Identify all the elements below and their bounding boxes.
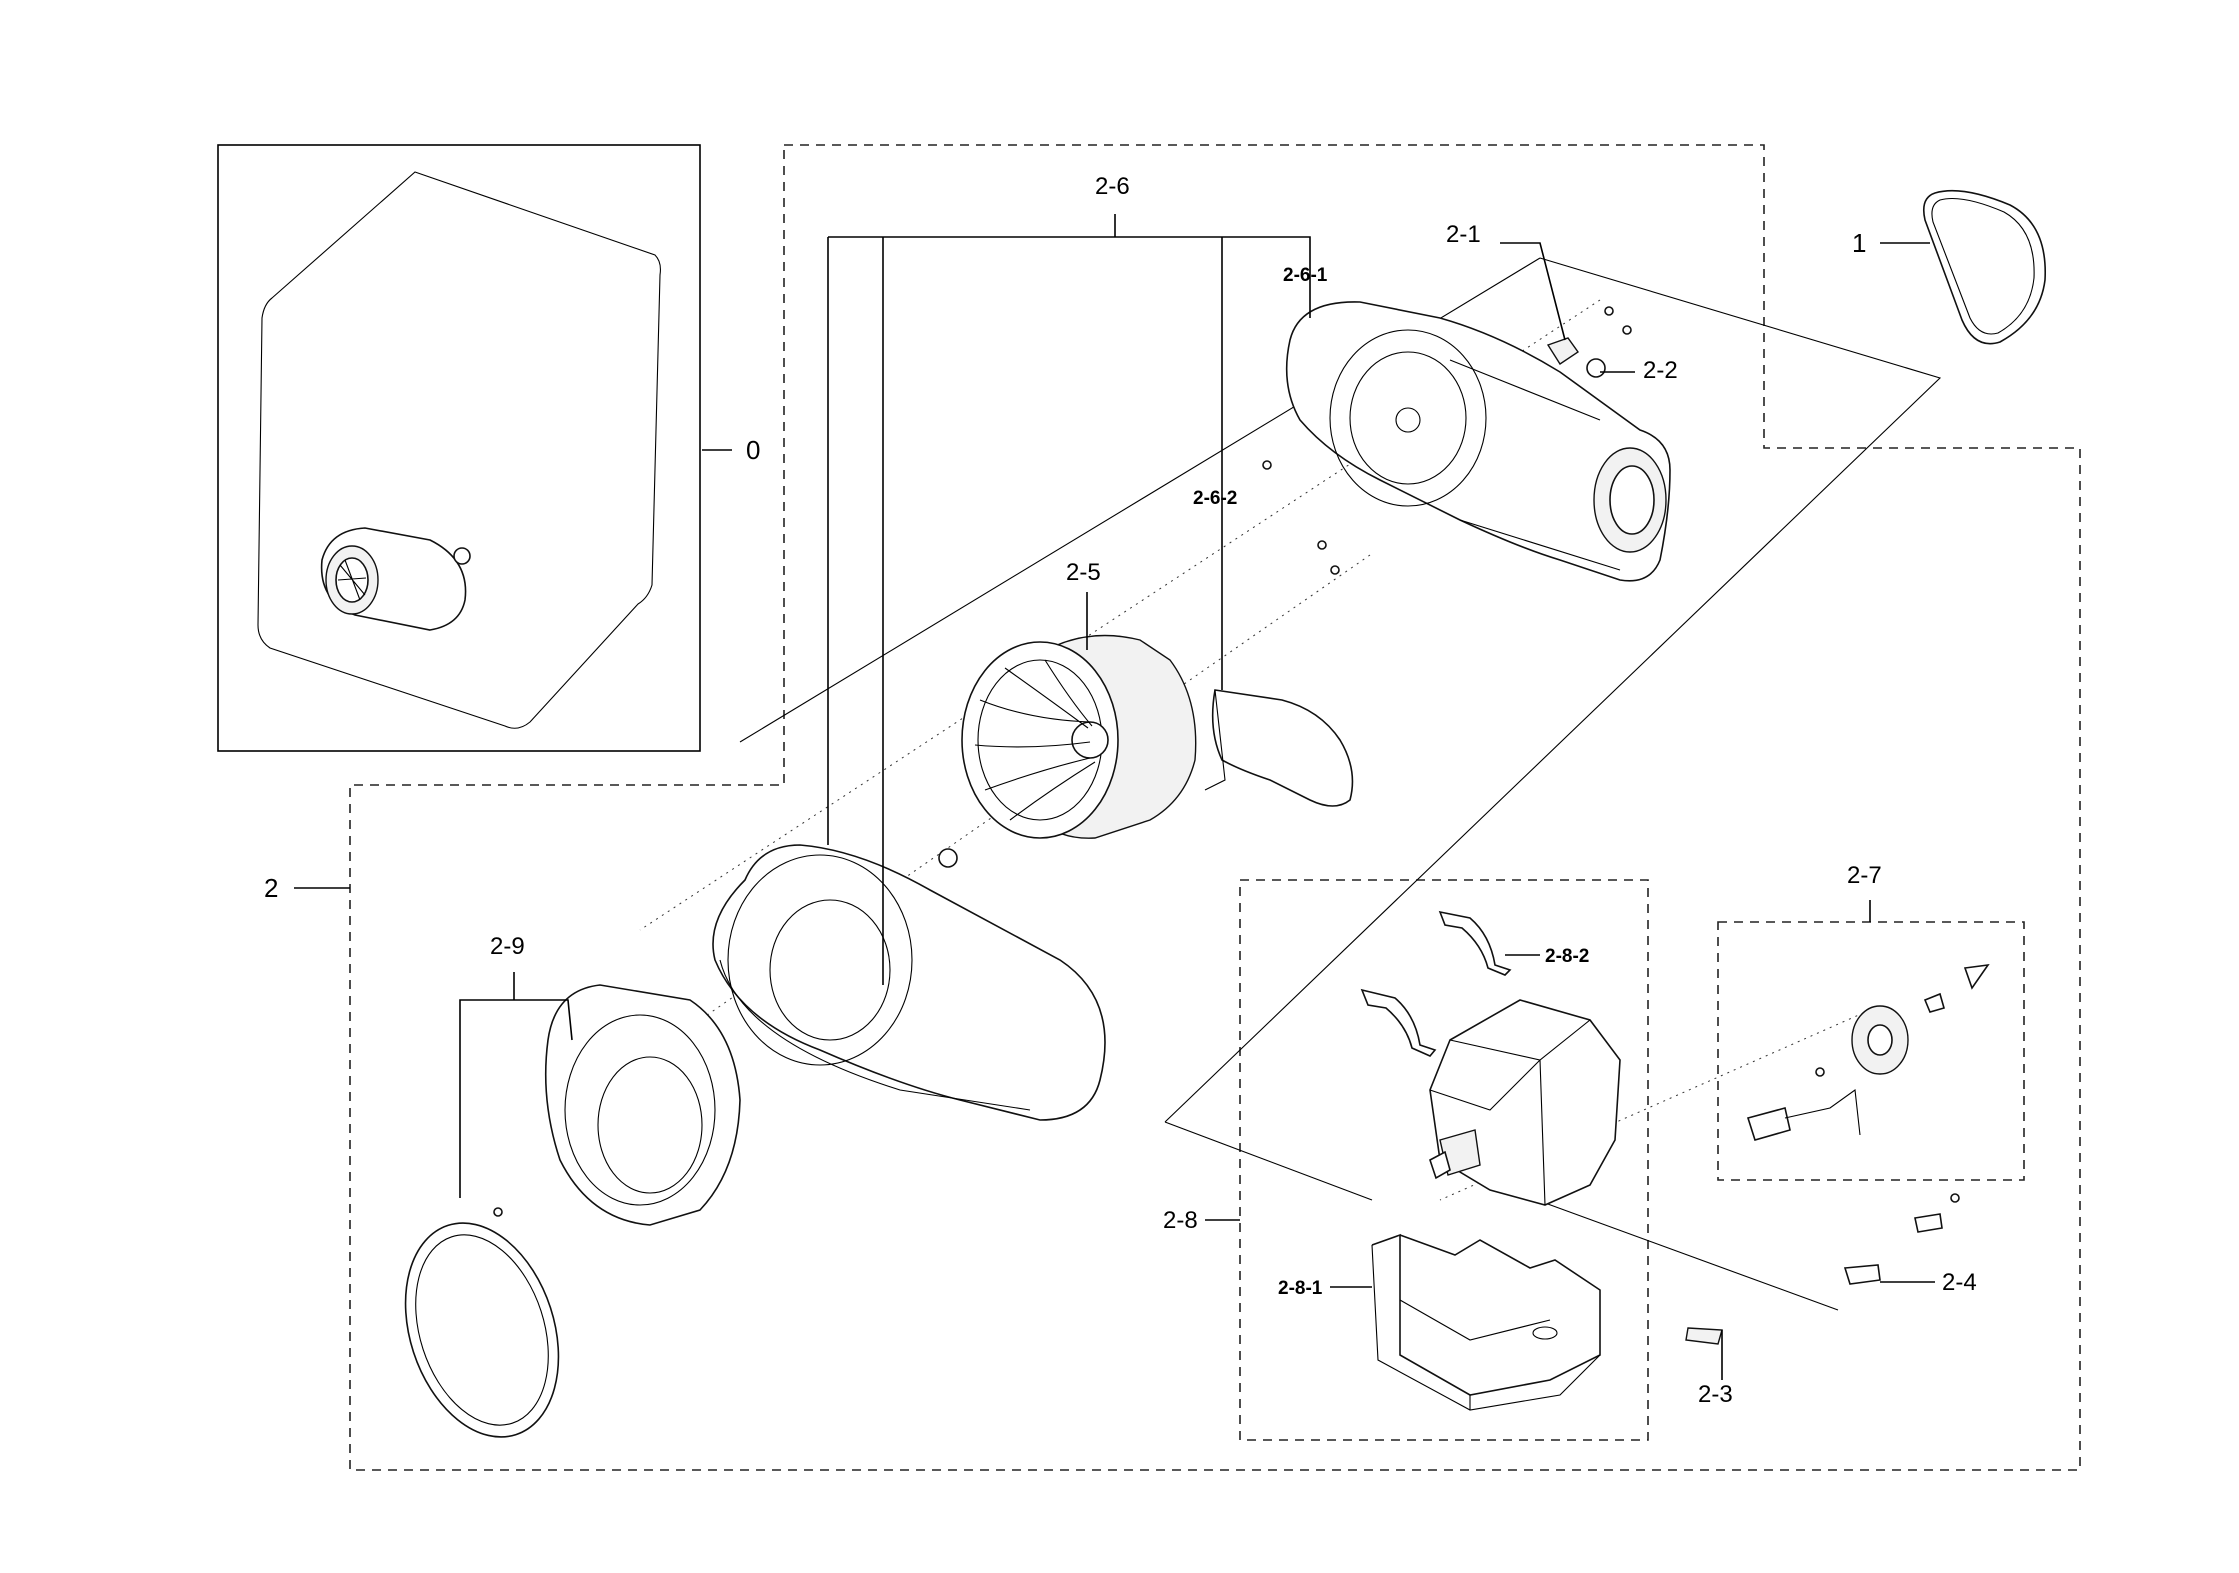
blower-assembly-thumbnail — [320, 527, 471, 631]
group-2-7-boundary — [1717, 921, 2025, 1181]
motor-pulley-parts — [1262, 306, 1632, 575]
label-2-3: 2-3 — [1698, 1381, 1733, 1408]
motor-clips — [1360, 910, 1512, 1057]
drive-belt — [1922, 189, 2046, 345]
drive-motor — [1429, 999, 1621, 1206]
label-0: 0 — [746, 435, 760, 465]
duct-seal — [1204, 689, 1354, 807]
group-2-boundary — [349, 144, 2081, 1471]
label-2: 2 — [264, 873, 278, 903]
front-blower-housing — [712, 844, 1106, 1121]
label-2-6-1: 2-6-1 — [1283, 265, 1328, 286]
duct-gasket — [404, 1222, 560, 1438]
label-2-6: 2-6 — [1095, 173, 1130, 200]
blower-ring — [493, 984, 741, 1226]
idler-pulley-assembly — [1746, 963, 1990, 1141]
inset-assembly-view — [217, 144, 701, 752]
leader-lines — [294, 214, 1935, 1380]
label-2-8-2: 2-8-2 — [1545, 946, 1589, 967]
blower-wheel — [938, 634, 1197, 868]
label-2-7: 2-7 — [1847, 862, 1882, 889]
wire-harness-clip — [1685, 1327, 1723, 1345]
label-2-5: 2-5 — [1066, 559, 1101, 586]
label-2-2: 2-2 — [1643, 357, 1678, 384]
motor-mount-bracket — [1371, 1233, 1601, 1411]
label-2-8: 2-8 — [1163, 1207, 1198, 1234]
label-2-8-1: 2-8-1 — [1278, 1278, 1323, 1299]
label-2-4: 2-4 — [1942, 1269, 1977, 1296]
switch-parts — [1843, 1193, 1960, 1285]
label-1: 1 — [1852, 228, 1866, 258]
group-2-8-boundary — [1239, 879, 1649, 1441]
part-labels: 0 1 2 2-6 2-6-1 2-1 2-2 2-6-2 2-5 2-9 2-… — [264, 173, 1977, 1408]
label-2-6-2: 2-6-2 — [1193, 488, 1237, 509]
label-2-1: 2-1 — [1446, 221, 1481, 248]
label-2-9: 2-9 — [490, 933, 525, 960]
rear-blower-housing — [1285, 301, 1671, 582]
